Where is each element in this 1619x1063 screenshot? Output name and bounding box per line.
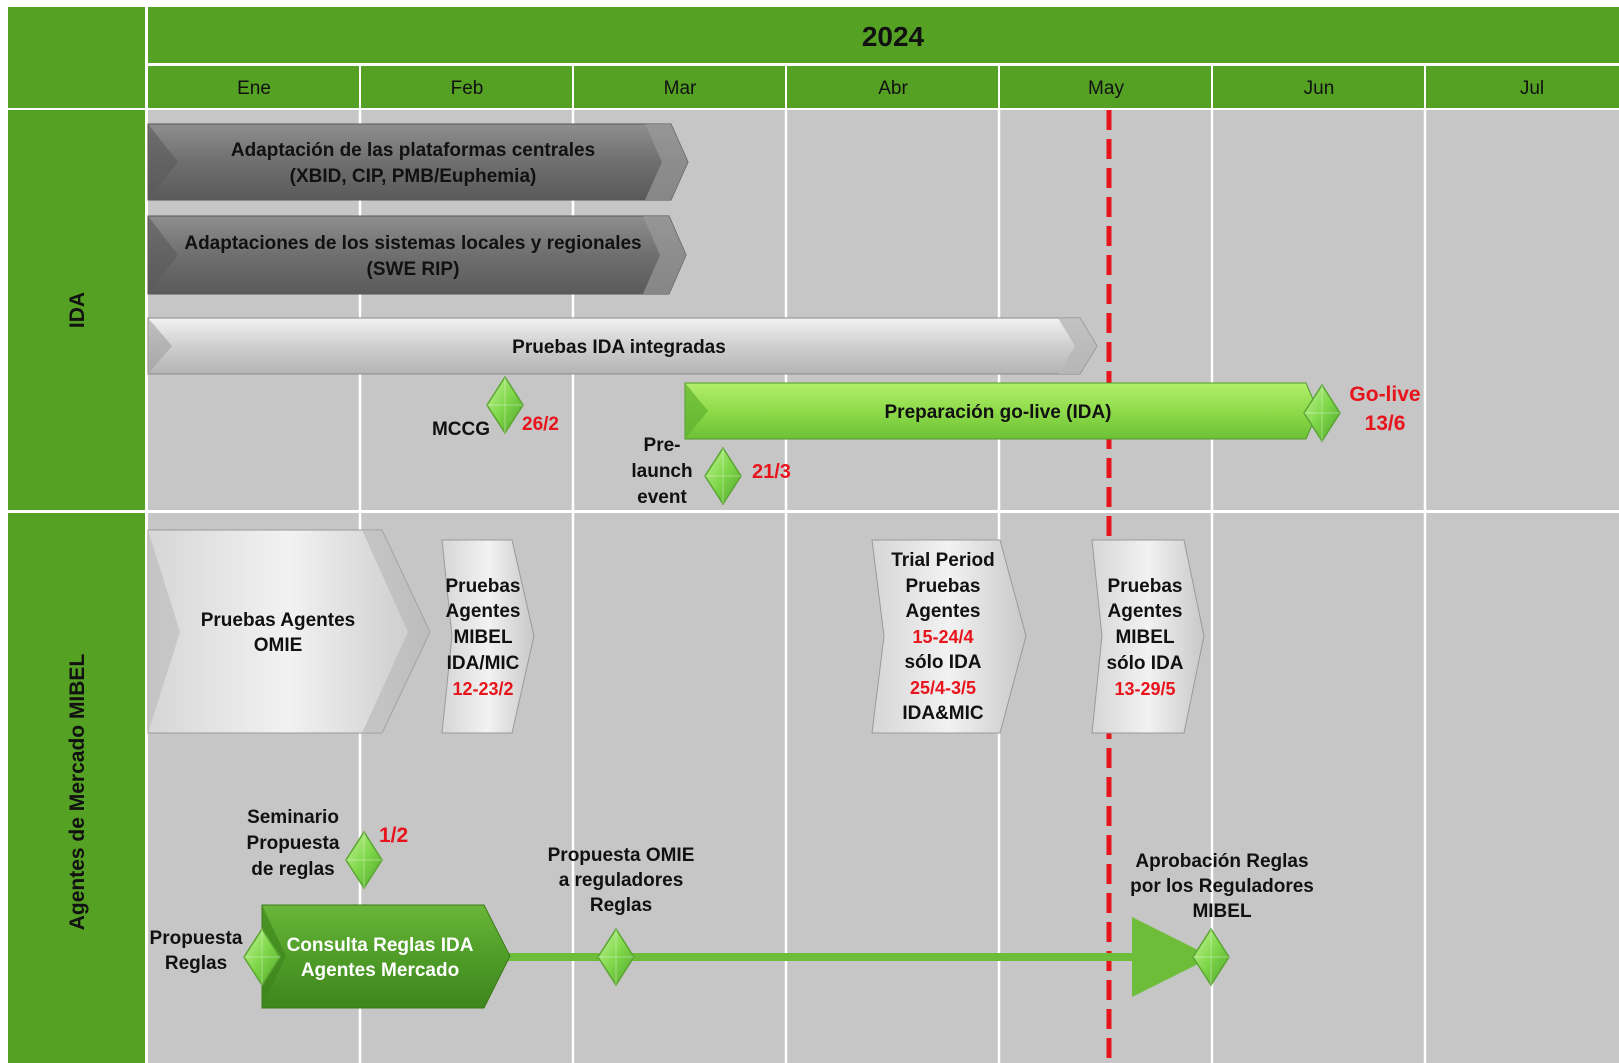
year-header — [148, 7, 1619, 63]
milestone-propuesta-line1: Propuesta — [150, 928, 243, 949]
month-cell-mar — [574, 66, 785, 108]
month-label-jul: Jul — [1520, 78, 1544, 99]
milestone-mccg: MCCG 26/2 — [432, 376, 559, 440]
milestone-prelaunch-line1: Pre- — [644, 435, 681, 456]
corner-header-cell — [8, 7, 145, 108]
bar-golive-prep: Preparación go-live (IDA) — [684, 382, 1319, 440]
milestone-aprobacion-line3: MIBEL — [1192, 901, 1252, 922]
milestone-seminario-line3: de reglas — [251, 859, 334, 880]
chevron-mibel1-line3: MIBEL — [453, 627, 513, 648]
section-label-ida: IDA — [66, 292, 89, 328]
chevron-mibel1-date: 12-23/2 — [452, 679, 513, 699]
month-label-mar: Mar — [664, 78, 697, 99]
chevron-mibel2-line1: Pruebas — [1108, 576, 1183, 597]
milestone-omie-reguladores: Propuesta OMIE a reguladores Reglas — [548, 845, 695, 986]
chevron-trial-period: Trial Period Pruebas Agentes 15-24/4 sól… — [871, 539, 1027, 734]
milestone-mccg-label: MCCG — [432, 419, 490, 440]
chevron-mibel1-line2: Agentes — [446, 601, 521, 622]
bar-local-line2: (SWE RIP) — [367, 259, 460, 280]
chevron-pruebas-omie: Pruebas Agentes OMIE — [147, 529, 431, 734]
milestone-seminario-date: 1/2 — [379, 824, 408, 847]
year-label: 2024 — [862, 21, 925, 52]
month-label-feb: Feb — [451, 78, 484, 99]
bar-consulta-line2: Agentes Mercado — [301, 960, 459, 981]
chevron-trial-line1: Trial Period — [891, 550, 994, 571]
milestone-omie-line2: a reguladores — [559, 870, 684, 891]
bar-central-line1: Adaptación de las plataformas centrales — [231, 140, 595, 161]
month-label-may: May — [1088, 78, 1124, 99]
bar-integrated-label: Pruebas IDA integradas — [512, 337, 726, 358]
month-label-ene: Ene — [237, 78, 271, 99]
milestone-prelaunch-line2: launch — [631, 461, 692, 482]
bar-consulta-reglas: Consulta Reglas IDA Agentes Mercado — [261, 904, 511, 1009]
section-ida-cell — [8, 110, 145, 510]
milestone-aprobacion-line2: por los Reguladores — [1130, 876, 1314, 897]
milestone-prelaunch-date: 21/3 — [752, 461, 791, 483]
milestone-seminario-line1: Seminario — [247, 807, 339, 828]
chevron-omie-line1: Pruebas Agentes — [201, 610, 356, 631]
month-cell-ene — [148, 66, 359, 108]
chevron-trial-line5: sólo IDA — [904, 652, 981, 673]
month-cell-abr — [787, 66, 998, 108]
bar-central-platforms: Adaptación de las plataformas centrales … — [147, 123, 689, 201]
milestone-golive-label: Go-live — [1349, 383, 1420, 406]
bar-local-systems: Adaptaciones de los sistemas locales y r… — [147, 215, 687, 295]
milestone-omie-line3: Reglas — [590, 895, 652, 916]
month-cell-feb — [361, 66, 572, 108]
milestone-propuesta-reglas: Propuesta Reglas — [150, 928, 281, 986]
chevron-trial-line2: Pruebas — [906, 576, 981, 597]
section-label-mibel: Agentes de Mercado MIBEL — [66, 654, 89, 931]
chevron-mibel1-line4: IDA/MIC — [447, 653, 520, 674]
milestone-prelaunch: Pre- launch event 21/3 — [631, 435, 791, 508]
month-cell-jul — [1426, 66, 1619, 108]
chevron-mibel2-line3: MIBEL — [1115, 627, 1175, 648]
milestone-golive: Go-live 13/6 — [1303, 383, 1421, 442]
chevron-mibel2-line4: sólo IDA — [1106, 653, 1183, 674]
milestone-propuesta-line2: Reglas — [165, 953, 227, 974]
milestone-golive-date: 13/6 — [1365, 412, 1406, 435]
chevron-trial-line7: IDA&MIC — [902, 703, 984, 724]
chevron-omie-line2: OMIE — [254, 635, 303, 656]
bar-central-line2: (XBID, CIP, PMB/Euphemia) — [290, 166, 537, 187]
chevron-trial-date1: 15-24/4 — [912, 627, 973, 647]
chevron-trial-date2: 25/4-3/5 — [910, 678, 976, 698]
section-mibel-cell — [8, 513, 145, 1063]
milestone-prelaunch-line3: event — [637, 487, 687, 508]
milestone-aprobacion: Aprobación Reglas por los Reguladores MI… — [1130, 851, 1314, 986]
bar-consulta-line1: Consulta Reglas IDA — [287, 935, 474, 956]
month-header-row: Ene Feb Mar Abr May Jun Jul — [148, 66, 1619, 108]
month-label-jun: Jun — [1304, 78, 1335, 99]
milestone-seminario: Seminario Propuesta de reglas 1/2 — [247, 807, 408, 889]
bar-integrated-tests: Pruebas IDA integradas — [147, 317, 1098, 375]
chevron-pruebas-mibel-2: Pruebas Agentes MIBEL sólo IDA 13-29/5 — [1091, 539, 1205, 734]
milestone-seminario-line2: Propuesta — [247, 833, 340, 854]
bar-golive-label: Preparación go-live (IDA) — [885, 402, 1112, 423]
chevron-mibel2-line2: Agentes — [1108, 601, 1183, 622]
month-cell-jun — [1213, 66, 1424, 108]
chevron-pruebas-mibel-1: Pruebas Agentes MIBEL IDA/MIC 12-23/2 — [441, 539, 535, 734]
chevron-mibel2-date: 13-29/5 — [1114, 679, 1175, 699]
milestone-mccg-date: 26/2 — [522, 414, 559, 435]
month-cell-may — [1000, 66, 1211, 108]
bar-local-line1: Adaptaciones de los sistemas locales y r… — [184, 233, 641, 254]
chevron-mibel1-line1: Pruebas — [446, 576, 521, 597]
milestone-omie-line1: Propuesta OMIE — [548, 845, 695, 866]
month-label-abr: Abr — [878, 78, 908, 99]
chevron-trial-line3: Agentes — [906, 601, 981, 622]
milestone-aprobacion-line1: Aprobación Reglas — [1135, 851, 1308, 872]
